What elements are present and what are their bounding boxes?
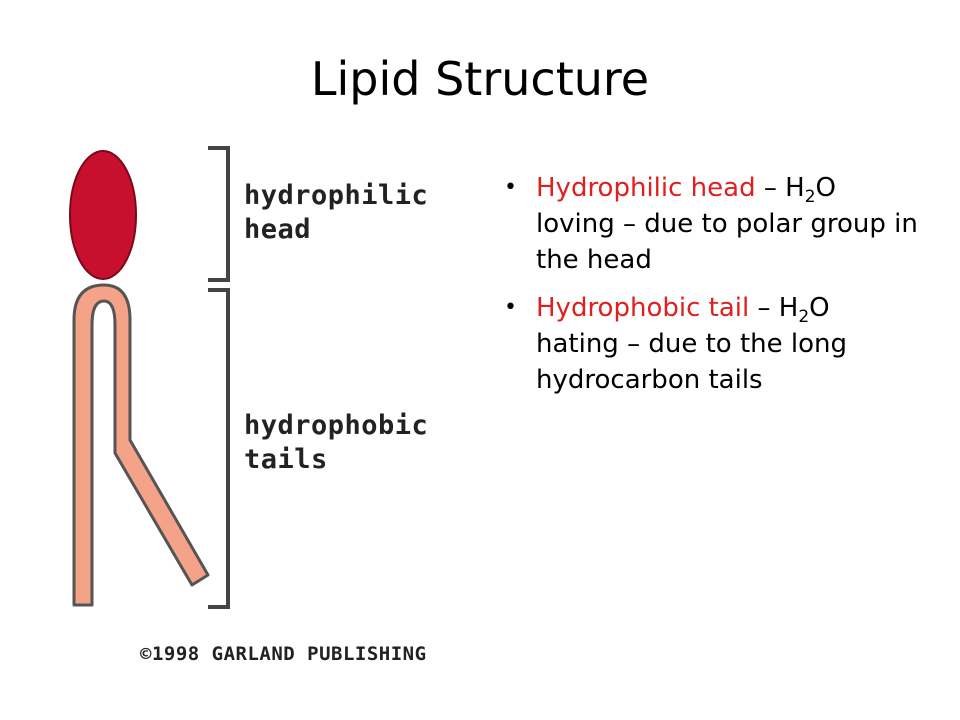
hydrophilic-head-shape xyxy=(69,150,137,280)
bullet-text: O loving – due to polar group in the hea… xyxy=(536,173,918,275)
lipid-molecule-drawing xyxy=(69,146,230,609)
lipid-diagram: hydrophilic head hydrophobic tails ©1998… xyxy=(60,135,460,675)
bullet-item-hydrophilic: • Hydrophilic head – H2O loving – due to… xyxy=(500,170,920,278)
tail-label-line1: hydrophobic xyxy=(244,410,429,441)
bullet-dash: – H xyxy=(755,173,805,203)
head-label-line1: hydrophilic xyxy=(244,180,429,211)
bullet-list: • Hydrophilic head – H2O loving – due to… xyxy=(500,170,920,410)
tail-bracket xyxy=(208,288,230,609)
head-bracket xyxy=(208,146,230,282)
bullet-term: Hydrophobic tail xyxy=(536,293,750,323)
copyright-notice: ©1998 GARLAND PUBLISHING xyxy=(140,643,427,665)
bullet-subscript: 2 xyxy=(804,187,816,208)
hydrophobic-tail-shape xyxy=(72,283,210,607)
bullet-text: O hating – due to the long hydrocarbon t… xyxy=(536,293,847,395)
head-label: hydrophilic head xyxy=(244,179,428,247)
tail-label-line2: tails xyxy=(244,444,328,475)
tail-label: hydrophobic tails xyxy=(244,409,428,477)
bullet-icon: • xyxy=(504,175,517,200)
bullet-term: Hydrophilic head xyxy=(536,173,756,203)
bullet-dash: – H xyxy=(749,293,799,323)
bullet-icon: • xyxy=(504,295,517,320)
bullet-subscript: 2 xyxy=(798,307,810,328)
page-title: Lipid Structure xyxy=(310,52,650,106)
head-label-line2: head xyxy=(244,214,312,245)
bullet-item-hydrophobic: • Hydrophobic tail – H2O hating – due to… xyxy=(500,290,920,398)
